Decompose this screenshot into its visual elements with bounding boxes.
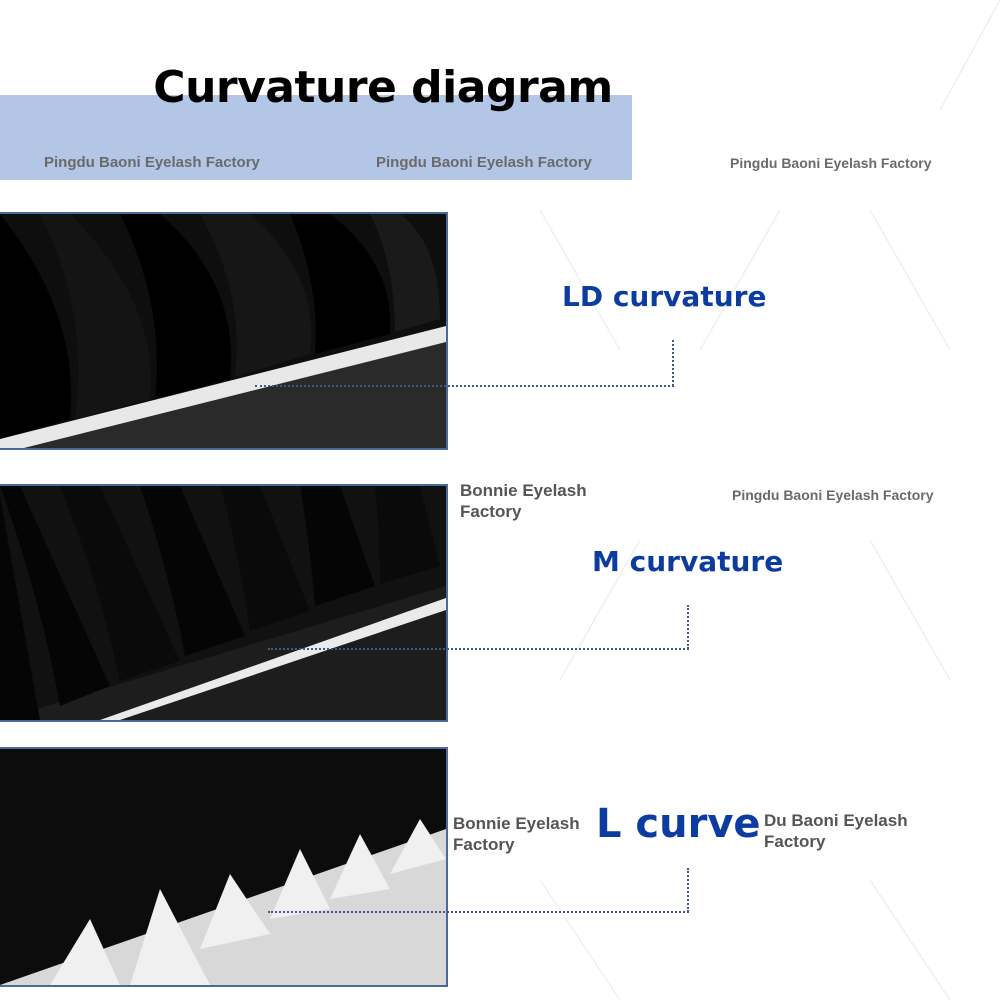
ld-curvature-label: LD curvature [562, 280, 767, 313]
watermark: Pingdu Baoni Eyelash Factory [732, 487, 934, 503]
watermark: Du Baoni Eyelash Factory [764, 811, 908, 851]
pointer-line [255, 385, 674, 387]
watermark: Bonnie Eyelash Factory [453, 814, 580, 854]
pointer-line [672, 340, 674, 386]
m-curvature-label: M curvature [592, 545, 784, 578]
watermark: Pingdu Baoni Eyelash Factory [730, 155, 932, 171]
watermark: Pingdu Baoni Eyelash Factory [376, 154, 592, 171]
m-curl-photo [0, 484, 448, 722]
pointer-line [268, 911, 689, 913]
title-band [0, 95, 632, 180]
pointer-line [268, 648, 689, 650]
l-curl-photo [0, 747, 448, 987]
l-curve-label: L curve [596, 801, 761, 847]
pointer-line [687, 605, 689, 649]
ld-curl-photo [0, 212, 448, 450]
pointer-line [687, 868, 689, 912]
watermark: Bonnie Eyelash Factory [460, 481, 587, 521]
watermark: Pingdu Baoni Eyelash Factory [44, 154, 260, 171]
page-title: Curvature diagram [153, 62, 613, 113]
